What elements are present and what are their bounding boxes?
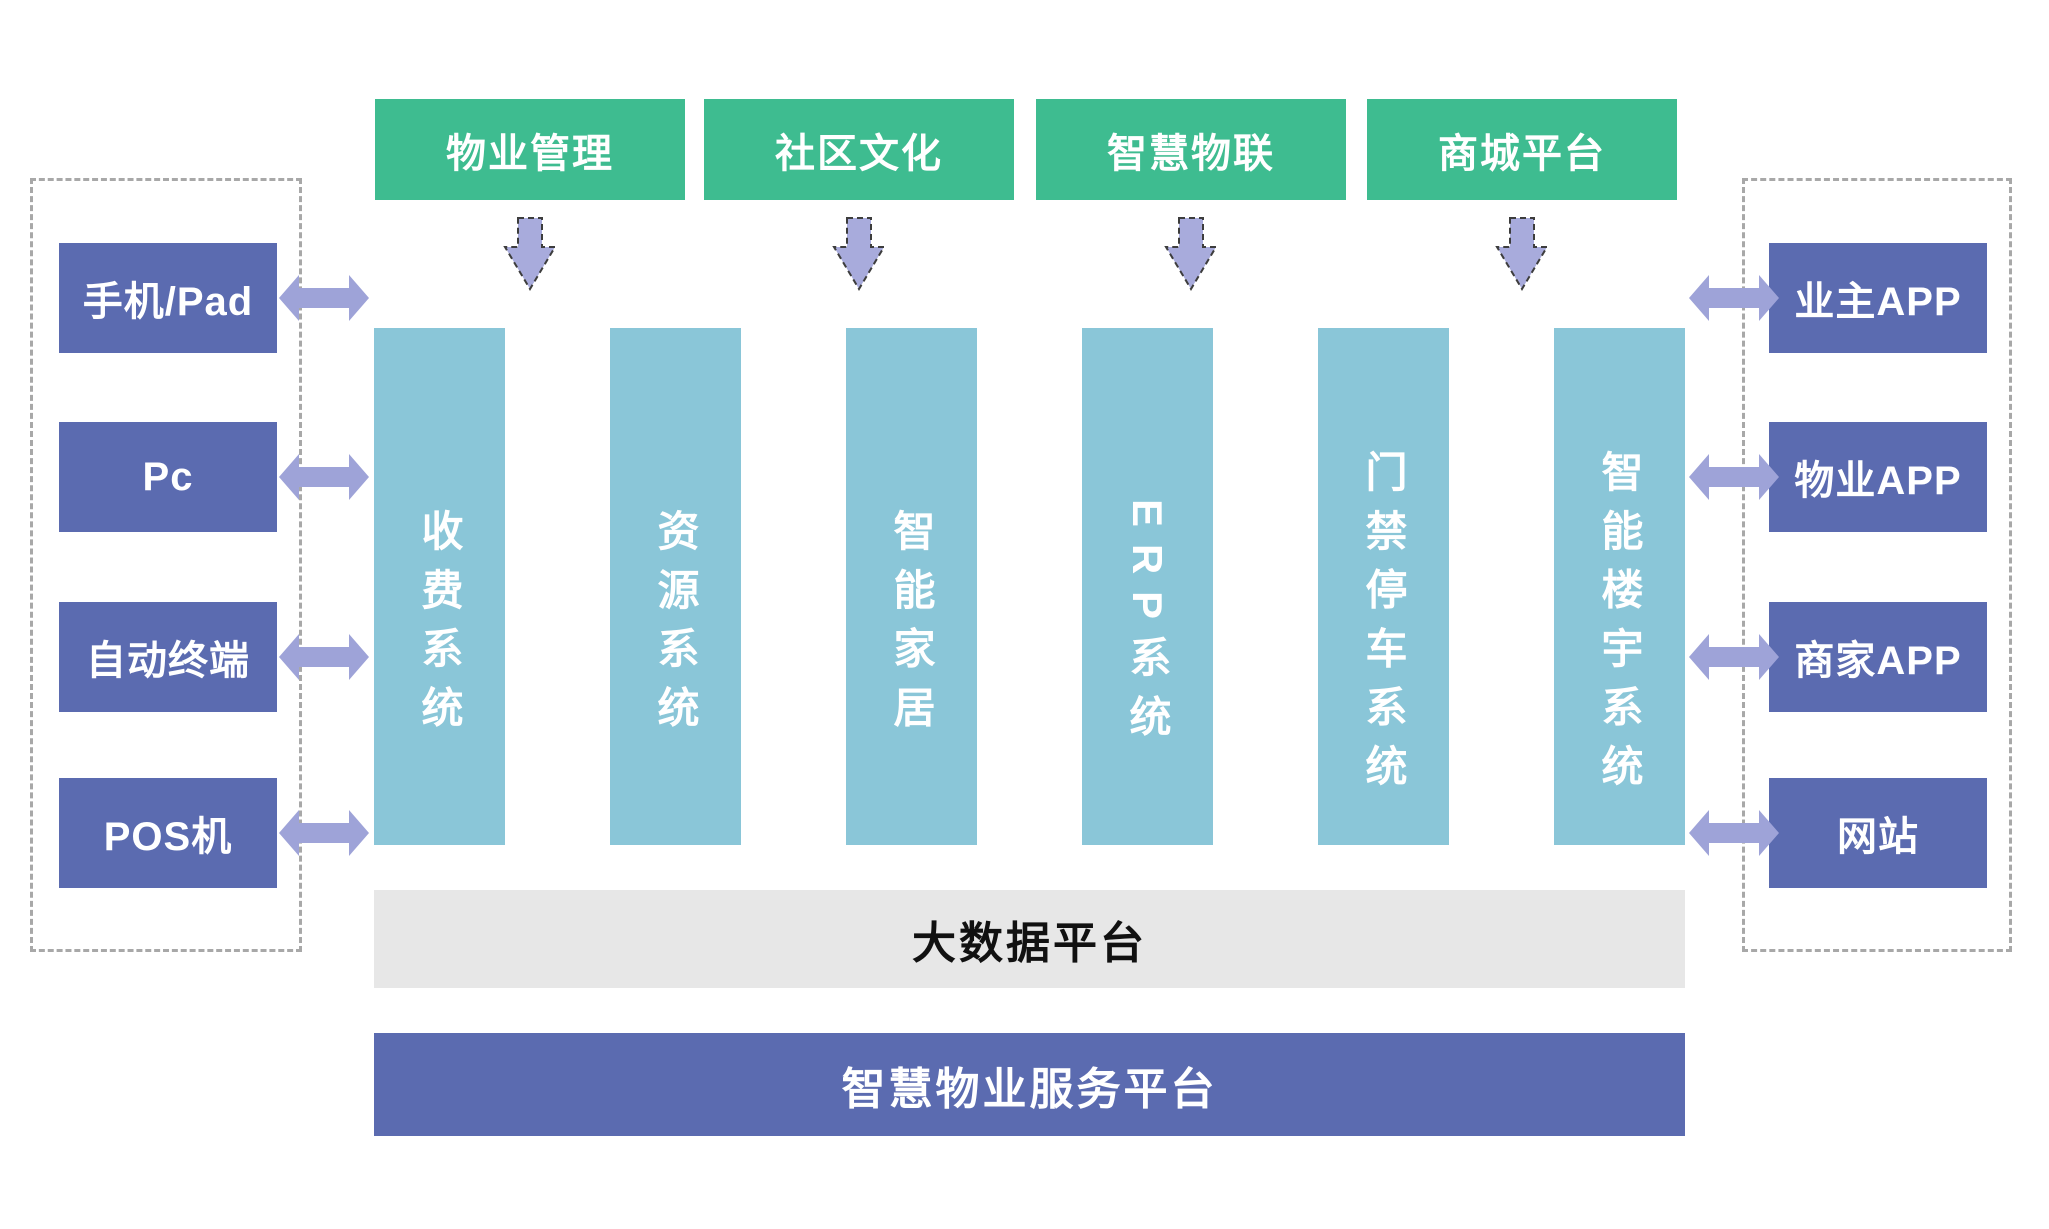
big-data-platform-bar: 大数据平台	[374, 890, 1685, 988]
system-erp: ERP系统	[1082, 328, 1213, 845]
double-arrow-icon	[279, 454, 369, 500]
double-arrow-icon	[279, 634, 369, 680]
system-label: 资源系统	[652, 508, 699, 745]
system-label: 收费系统	[416, 508, 463, 745]
down-arrow-icon	[503, 217, 557, 291]
down-arrow-icon	[1495, 217, 1549, 291]
module-property-management: 物业管理	[375, 99, 685, 200]
module-mall-platform: 商城平台	[1367, 99, 1677, 200]
system-label: ERP系统	[1124, 499, 1171, 754]
system-label: 智能家居	[888, 508, 935, 745]
app-property: 物业APP	[1769, 422, 1987, 532]
device-auto-terminal: 自动终端	[59, 602, 277, 712]
double-arrow-icon	[279, 810, 369, 856]
app-owner: 业主APP	[1769, 243, 1987, 353]
device-phone-pad: 手机/Pad	[59, 243, 277, 353]
module-community-culture: 社区文化	[704, 99, 1014, 200]
app-merchant: 商家APP	[1769, 602, 1987, 712]
system-access-parking: 门禁停车系统	[1318, 328, 1449, 845]
terminal-group-frame	[30, 178, 302, 952]
website: 网站	[1769, 778, 1987, 888]
double-arrow-icon	[1689, 634, 1779, 680]
app-group-frame	[1742, 178, 2012, 952]
device-pc: Pc	[59, 422, 277, 532]
system-label: 门禁停车系统	[1360, 450, 1407, 803]
double-arrow-icon	[1689, 275, 1779, 321]
system-smart-building: 智能楼宇系统	[1554, 328, 1685, 845]
system-resource: 资源系统	[610, 328, 741, 845]
smart-property-service-platform-bar: 智慧物业服务平台	[374, 1033, 1685, 1136]
module-smart-iot: 智慧物联	[1036, 99, 1346, 200]
system-charging: 收费系统	[374, 328, 505, 845]
double-arrow-icon	[1689, 810, 1779, 856]
double-arrow-icon	[1689, 454, 1779, 500]
down-arrow-icon	[1164, 217, 1218, 291]
system-smart-home: 智能家居	[846, 328, 977, 845]
double-arrow-icon	[279, 275, 369, 321]
system-label: 智能楼宇系统	[1596, 450, 1643, 803]
down-arrow-icon	[832, 217, 886, 291]
device-pos-machine: POS机	[59, 778, 277, 888]
